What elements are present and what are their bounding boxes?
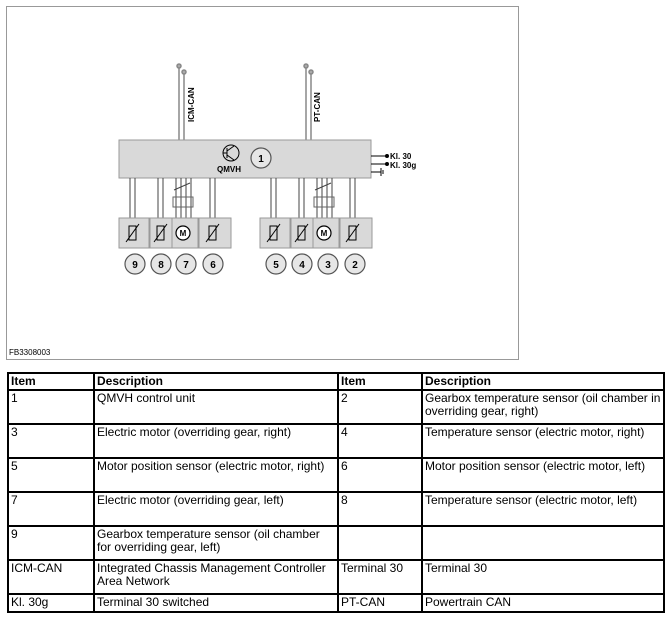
kl30g-label: Kl. 30g <box>390 161 416 170</box>
header-description: Description <box>421 372 665 391</box>
legend-row: 1 QMVH control unit 2 Gearbox temperatur… <box>7 389 665 425</box>
callout-2-label: 2 <box>352 260 358 271</box>
legend-description: Temperature sensor (electric motor, left… <box>421 491 665 527</box>
legend-row: ICM-CAN Integrated Chassis Management Co… <box>7 559 665 595</box>
motor-right-symbol: M <box>321 229 328 238</box>
legend-description: Powertrain CAN <box>421 593 665 613</box>
legend-item: 8 <box>337 491 423 527</box>
wiring-diagram: ICM-CAN PT-CAN QMVH 1 Kl. 30 Kl. 30g <box>6 6 519 360</box>
component-boxes <box>118 217 373 249</box>
figure-id: FB3308003 <box>9 348 51 357</box>
legend-item: PT-CAN <box>337 593 423 613</box>
unit-label: QMVH <box>217 165 241 174</box>
legend-header-row: Item Description Item Description <box>7 372 665 391</box>
callout-6-label: 6 <box>210 260 216 271</box>
legend-row: 7 Electric motor (overriding gear, left)… <box>7 491 665 527</box>
transistor-icon <box>222 144 240 162</box>
legend-item: 9 <box>7 525 95 561</box>
qmvh-control-unit <box>118 139 372 179</box>
legend-item: 2 <box>337 389 423 425</box>
pt-can-label: PT-CAN <box>313 92 322 122</box>
callout-1-label: 1 <box>258 154 264 165</box>
header-description: Description <box>93 372 339 391</box>
header-item: Item <box>337 372 423 391</box>
callout-4-label: 4 <box>299 260 305 271</box>
legend-item: Kl. 30g <box>7 593 95 613</box>
callout-1 <box>250 147 272 169</box>
diagram-frame <box>6 6 519 360</box>
legend-description: Integrated Chassis Management Controller… <box>93 559 339 595</box>
legend-description: Terminal 30 <box>421 559 665 595</box>
legend-item: 6 <box>337 457 423 493</box>
legend-item: 3 <box>7 423 95 459</box>
component-9 <box>118 217 150 249</box>
legend-description: Electric motor (overriding gear, left) <box>93 491 339 527</box>
callout-7-label: 7 <box>183 260 189 271</box>
legend-item: 1 <box>7 389 95 425</box>
icm-can-bus <box>176 63 187 140</box>
legend-description: Temperature sensor (electric motor, righ… <box>421 423 665 459</box>
legend-table: Item Description Item Description 1 QMVH… <box>7 372 665 613</box>
pt-can-bus <box>303 63 314 140</box>
legend-row: 3 Electric motor (overriding gear, right… <box>7 423 665 459</box>
motor-icons <box>175 225 332 241</box>
legend-item: Terminal 30 <box>337 559 423 595</box>
legend-row: 5 Motor position sensor (electric motor,… <box>7 457 665 493</box>
legend-description: Motor position sensor (electric motor, l… <box>421 457 665 493</box>
callout-3-label: 3 <box>325 260 331 271</box>
legend-description: Electric motor (overriding gear, right) <box>93 423 339 459</box>
legend-item: 7 <box>7 491 95 527</box>
icm-can-label: ICM-CAN <box>187 87 196 122</box>
callout-9-label: 9 <box>132 260 138 271</box>
legend-description: Terminal 30 switched <box>93 593 339 613</box>
sensor-icons <box>125 223 360 243</box>
component-5 <box>259 217 291 249</box>
component-6 <box>198 217 232 249</box>
legend-description <box>421 525 665 561</box>
legend-row: 9 Gearbox temperature sensor (oil chambe… <box>7 525 665 561</box>
callout-5-label: 5 <box>273 260 279 271</box>
motor-left-symbol: M <box>180 229 187 238</box>
legend-description: Gearbox temperature sensor (oil chamber … <box>93 525 339 561</box>
legend-description: Motor position sensor (electric motor, r… <box>93 457 339 493</box>
right-wires <box>270 178 356 218</box>
legend-item: 4 <box>337 423 423 459</box>
callout-circles <box>124 253 366 275</box>
legend-item: 5 <box>7 457 95 493</box>
legend-description: QMVH control unit <box>93 389 339 425</box>
legend-item: ICM-CAN <box>7 559 95 595</box>
legend-description: Gearbox temperature sensor (oil chamber … <box>421 389 665 425</box>
header-item: Item <box>7 372 95 391</box>
kl30-label: Kl. 30 <box>390 152 412 161</box>
callout-8-label: 8 <box>158 260 164 271</box>
legend-item <box>337 525 423 561</box>
left-wires <box>129 178 216 218</box>
supply-terminals <box>371 154 389 176</box>
legend-row: Kl. 30g Terminal 30 switched PT-CAN Powe… <box>7 593 665 613</box>
